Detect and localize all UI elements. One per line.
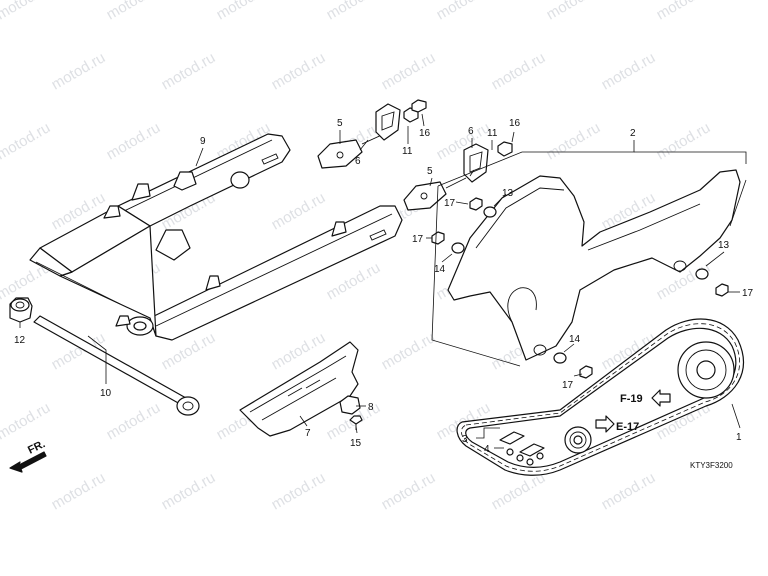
watermark-text: motod.ru: [489, 469, 549, 513]
watermark-text: motod.ru: [599, 49, 659, 93]
direction-arrow-icon: [9, 451, 47, 473]
callout-16-right: 16: [509, 118, 521, 129]
part-adjuster-right: [403, 141, 513, 211]
reference-f19: F-19: [620, 393, 643, 405]
callout-4: 4: [484, 444, 490, 455]
watermark-text: motod.ru: [544, 0, 604, 23]
callout-9: 9: [200, 136, 206, 147]
part-adjuster-left: [317, 99, 427, 169]
watermark-text: motod.ru: [544, 119, 604, 163]
watermark-text: motod.ru: [599, 469, 659, 513]
leader-lines: [19, 113, 747, 449]
part-chain-slider: [239, 341, 359, 437]
watermark-text: motod.ru: [489, 49, 549, 93]
watermark-text: motod.ru: [0, 399, 53, 443]
callout-6-right: 6: [468, 126, 474, 137]
watermark-text: motod.ru: [49, 49, 109, 93]
callout-2: 2: [630, 128, 636, 139]
watermark-text: motod.ru: [269, 189, 329, 233]
part-driven-sprocket: [677, 341, 735, 399]
callout-labels: 9 12 10 7 8 15 5 6 11 16 6 11 16 5 13 17…: [14, 118, 754, 455]
part-master-link: [499, 431, 545, 466]
watermark-text: motod.ru: [324, 0, 384, 23]
callout-11-right: 11: [487, 128, 498, 139]
part-pivot-bolt: [33, 315, 200, 416]
reference-e17: E-17: [616, 421, 639, 433]
part-drive-sprocket: [564, 426, 592, 454]
callout-6-left: 6: [355, 156, 361, 167]
callout-14-lower: 14: [569, 334, 581, 345]
watermark-text: motod.ru: [104, 119, 164, 163]
callout-17-right: 17: [742, 288, 754, 299]
callout-16-left: 16: [419, 128, 431, 139]
callout-8: 8: [368, 402, 374, 413]
watermark-text: motod.ru: [159, 49, 219, 93]
watermark-text: motod.ru: [104, 399, 164, 443]
watermark-text: motod.ru: [379, 469, 439, 513]
callout-5-right: 5: [427, 166, 433, 177]
part-pivot-bushing: [9, 297, 33, 323]
watermark-text: motod.ru: [104, 0, 164, 23]
part-collar: [339, 395, 361, 415]
callout-14-left: 14: [434, 264, 446, 275]
watermark-text: motod.ru: [269, 469, 329, 513]
watermark-text: motod.ru: [0, 119, 53, 163]
callout-10: 10: [100, 388, 112, 399]
ref-arrow-e17: [595, 415, 615, 433]
callout-7: 7: [305, 428, 311, 439]
watermark-text: motod.ru: [159, 469, 219, 513]
watermark-text: motod.ru: [49, 469, 109, 513]
callout-12: 12: [14, 335, 26, 346]
watermark-text: motod.ru: [379, 49, 439, 93]
diagram-code: KTY3F3200: [690, 461, 733, 470]
callout-17-left: 17: [412, 234, 424, 245]
watermark-text: motod.ru: [654, 119, 714, 163]
callout-15: 15: [350, 438, 362, 449]
watermark-text: motod.ru: [434, 0, 494, 23]
part-swingarm: [29, 133, 403, 341]
part-case-hardware: [431, 197, 729, 379]
watermark-text: motod.ru: [0, 0, 53, 23]
watermark-text: motod.ru: [214, 0, 274, 23]
watermark-text: motod.ru: [654, 0, 714, 23]
ref-arrow-f19: [651, 389, 671, 407]
callout-13-right: 13: [718, 240, 730, 251]
callout-11-left: 11: [402, 146, 413, 157]
callout-17-lower: 17: [562, 380, 574, 391]
callout-5-left: 5: [337, 118, 343, 129]
callout-13-upper: 13: [502, 188, 514, 199]
callout-1: 1: [736, 432, 742, 443]
callout-3: 3: [462, 434, 468, 445]
part-screw-15: [349, 415, 363, 430]
watermark-text: motod.ru: [379, 329, 439, 373]
watermark-text: motod.ru: [269, 49, 329, 93]
callout-17-upper: 17: [444, 198, 456, 209]
